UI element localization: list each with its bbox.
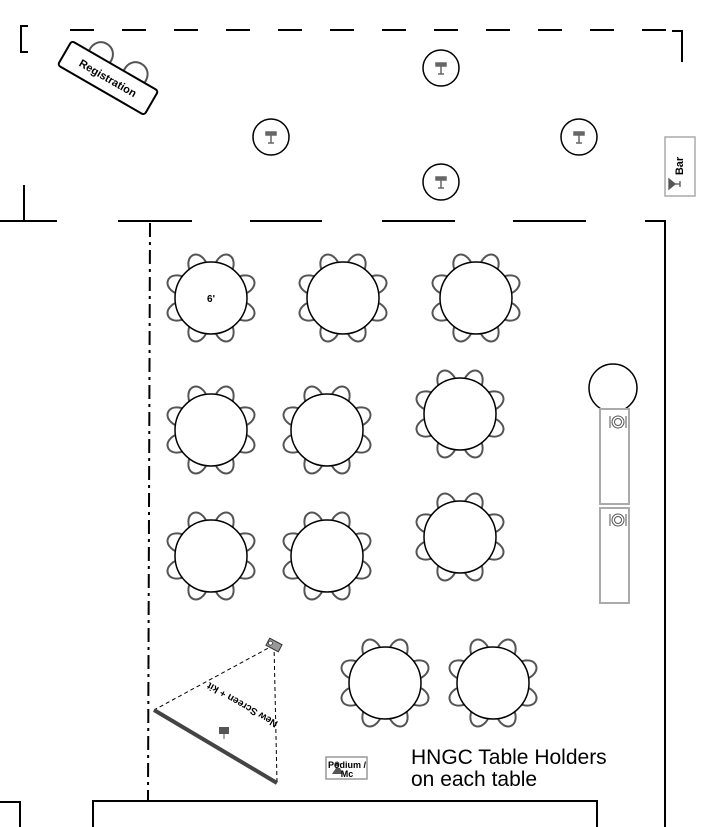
round-table: [282, 385, 372, 475]
round-table: [282, 511, 372, 601]
stool-icon: [573, 131, 585, 144]
podium-label-line2: Mc: [341, 769, 354, 779]
round-table: [340, 638, 430, 728]
table-top: [456, 646, 530, 720]
stool-icon: [265, 131, 277, 144]
wall-right: [645, 220, 666, 827]
projection-line: [153, 644, 275, 711]
podium: Podium / Mc: [325, 756, 368, 780]
bar-label: Bar: [674, 156, 686, 175]
cocktail-glass-icon: [668, 177, 681, 191]
stool-icon: [435, 176, 447, 189]
round-table: [415, 369, 505, 459]
screen-line: [152, 708, 279, 785]
table-top: [290, 519, 364, 593]
table-size-label: 6': [207, 294, 215, 305]
table-top: [174, 519, 248, 593]
divider-dashed: [147, 222, 151, 801]
registration-table: Registration: [57, 40, 159, 116]
projector-icon: [265, 637, 283, 653]
screen-setup: New Screen + kit: [152, 637, 283, 785]
round-tables: [166, 253, 538, 728]
walls: [0, 25, 683, 827]
buffet-area: [588, 363, 638, 604]
table-top: [423, 377, 497, 451]
bar: Bar: [664, 136, 696, 197]
round-table: [298, 253, 388, 343]
speaker-icon: [332, 761, 343, 774]
round-table: [166, 511, 256, 601]
registration-chair: [122, 61, 149, 84]
stool-icon: [435, 62, 447, 75]
laptop-icon: [219, 727, 229, 739]
note-line-1: HNGC Table Holders: [411, 746, 607, 769]
round-table: [166, 253, 256, 343]
plate-icon: [609, 513, 627, 527]
table-top: [439, 261, 513, 335]
table-top: [290, 393, 364, 467]
wall-top-left-bracket: [20, 25, 28, 53]
podium-label: Podium /: [328, 760, 366, 770]
note-line-2: on each table: [411, 768, 537, 791]
cocktail-table-icons: [265, 62, 585, 189]
plate-icon: [609, 415, 627, 429]
projection-line: [273, 644, 278, 783]
registration-chair: [88, 41, 114, 64]
table-top: [174, 261, 248, 335]
table-top: [306, 261, 380, 335]
round-table: [415, 492, 505, 582]
wall-bottom-left: [0, 801, 21, 827]
wall-top-right: [672, 30, 683, 62]
round-table: [448, 638, 538, 728]
table-top: [174, 393, 248, 467]
stage-outline: [92, 800, 598, 827]
round-table: [166, 385, 256, 475]
screen-label: New Screen + kit: [205, 679, 280, 729]
table-top: [423, 500, 497, 574]
buffet-round-table: [588, 363, 638, 413]
table-top: [348, 646, 422, 720]
cocktail-tables: [252, 49, 598, 201]
round-table: [431, 253, 521, 343]
